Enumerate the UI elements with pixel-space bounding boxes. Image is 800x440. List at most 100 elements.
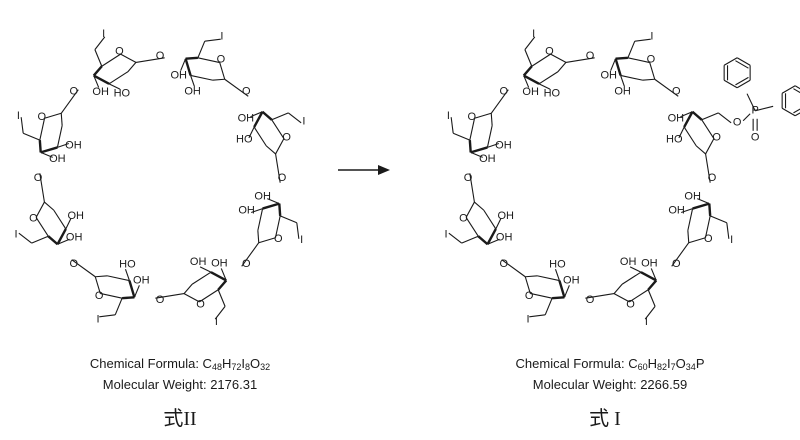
ring-oxygen: O xyxy=(459,212,468,224)
compound-right-structure: OOHOHOIOOHHOOOPOOOHOHOIOOHOHOIOOHHOOIOOH… xyxy=(445,28,800,328)
hydroxyl-group: OH xyxy=(133,275,150,287)
ring-oxygen: O xyxy=(274,233,283,245)
ring-oxygen: O xyxy=(545,45,554,57)
iodine-atom: I xyxy=(302,116,305,128)
weight-label: Molecular Weight: xyxy=(102,377,211,392)
phenyl-ring xyxy=(723,57,756,112)
iodine-atom: I xyxy=(645,316,648,328)
hydroxyl-group: HO xyxy=(666,134,683,146)
formula-label: Chemical Formula: xyxy=(89,356,203,371)
iodine-atom: I xyxy=(300,234,303,246)
iodine-atom: I xyxy=(447,110,450,122)
weight-value: 2266.59 xyxy=(640,377,688,392)
glucose-unit: OOHHOOOPO xyxy=(666,57,800,184)
ring-oxygen: O xyxy=(467,111,476,123)
hydroxyl-group: OH xyxy=(65,139,82,151)
ring-oxygen: O xyxy=(217,54,226,66)
ring-oxygen: O xyxy=(282,131,291,143)
formula-value: C48H72I8O32 xyxy=(202,356,271,372)
hydroxyl-group: OH xyxy=(184,85,201,97)
hydroxyl-group: OH xyxy=(600,69,617,81)
hydroxyl-group: OH xyxy=(92,86,109,98)
hydroxyl-group: OH xyxy=(497,210,514,222)
ring-oxygen: O xyxy=(115,45,124,57)
hydroxyl-group: HO xyxy=(114,88,131,100)
glycosidic-oxygen: O xyxy=(69,258,78,270)
hydroxyl-group: HO xyxy=(544,88,561,100)
glycosidic-oxygen: O xyxy=(708,172,717,184)
hydroxyl-group: OH xyxy=(254,191,271,203)
glycosidic-oxygen: O xyxy=(34,172,43,184)
ring-oxygen: O xyxy=(704,233,713,245)
glycosidic-oxygen: O xyxy=(156,294,165,306)
ring-oxygen: O xyxy=(525,290,534,302)
ester-oxygen: O xyxy=(733,117,742,129)
hydroxyl-group: OH xyxy=(641,258,658,270)
glycosidic-oxygen: O xyxy=(464,172,473,184)
weight-label: Molecular Weight: xyxy=(532,377,641,392)
hydroxyl-group: OH xyxy=(238,205,255,217)
iodine-atom: I xyxy=(215,316,218,328)
reaction-arrow xyxy=(338,165,390,175)
ring-oxygen: O xyxy=(196,299,205,311)
phenyl-ring xyxy=(755,85,800,117)
hydroxyl-group: HO xyxy=(236,134,253,146)
ring-oxygen: O xyxy=(37,111,46,123)
hydroxyl-group: OH xyxy=(170,69,187,81)
weight-value: 2176.31 xyxy=(210,377,258,392)
glycosidic-oxygen: O xyxy=(156,50,165,62)
compound-left-weight: Molecular Weight: 2176.31 xyxy=(30,376,330,393)
iodine-atom: I xyxy=(220,30,223,42)
hydroxyl-group: OH xyxy=(211,258,228,270)
hydroxyl-group: OH xyxy=(479,153,496,165)
formula-value: C60H82I7O34P xyxy=(628,356,705,372)
compound-right-weight: Molecular Weight: 2266.59 xyxy=(460,376,760,393)
iodine-atom: I xyxy=(532,28,535,40)
ring-oxygen: O xyxy=(626,299,635,311)
ring-oxygen: O xyxy=(647,54,656,66)
glycosidic-oxygen: O xyxy=(672,258,681,270)
compound-right-info: Chemical Formula: C60H82I7O34P Molecular… xyxy=(460,355,760,393)
hydroxyl-group: OH xyxy=(49,153,66,165)
glycosidic-oxygen: O xyxy=(586,294,595,306)
compound-left-formula: Chemical Formula: C48H72I8O32 xyxy=(30,355,330,376)
glycosidic-oxygen: O xyxy=(242,258,251,270)
iodine-atom: I xyxy=(15,228,18,240)
hydroxyl-group: OH xyxy=(67,210,84,222)
hydroxyl-group: HO xyxy=(119,258,136,270)
hydroxyl-group: OH xyxy=(190,256,207,268)
glycosidic-oxygen: O xyxy=(278,172,287,184)
glycosidic-oxygen: O xyxy=(586,50,595,62)
hydroxyl-group: OH xyxy=(684,191,701,203)
ring-oxygen: O xyxy=(29,212,38,224)
hydroxyl-group: OH xyxy=(238,113,255,125)
compound-right-caption: 式 I xyxy=(589,408,621,430)
compound-right-formula: Chemical Formula: C60H82I7O34P xyxy=(460,355,760,376)
hydroxyl-group: HO xyxy=(549,258,566,270)
iodine-atom: I xyxy=(102,28,105,40)
glycosidic-oxygen: O xyxy=(242,86,251,98)
glucose-unit: O OH OH O I xyxy=(238,191,303,271)
ring-oxygen: O xyxy=(712,131,721,143)
hydroxyl-group: OH xyxy=(66,231,83,243)
hydroxyl-group: OH xyxy=(496,231,513,243)
iodine-atom: I xyxy=(445,228,448,240)
hydroxyl-group: OH xyxy=(668,113,685,125)
compound-left-caption: 式II xyxy=(163,408,197,430)
hydroxyl-group: OH xyxy=(620,256,637,268)
hydroxyl-group: OH xyxy=(495,139,512,151)
hydroxyl-group: OH xyxy=(614,85,631,97)
